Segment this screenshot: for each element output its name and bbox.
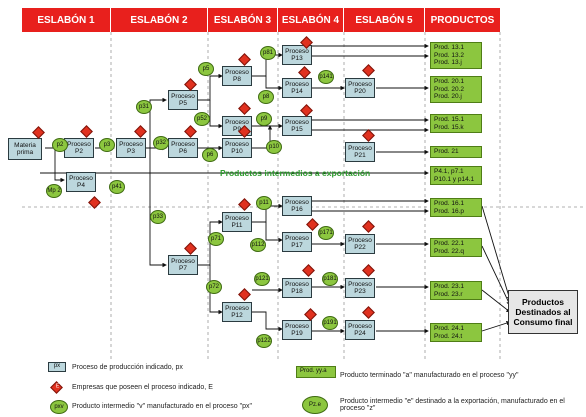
process-p14: Proceso P14 — [282, 78, 312, 98]
intermediate-p72: p72 — [206, 280, 222, 294]
intermediate-p41: p41 — [109, 180, 125, 194]
product-line: Prod. 22.1 — [434, 240, 464, 247]
intermediate-p191: p191 — [322, 316, 338, 330]
intermediate-p8: p8 — [258, 90, 274, 104]
process-p2: Proceso P2 — [64, 138, 94, 158]
process-p8: Proceso P8 — [222, 66, 252, 86]
product-line: Prod. 16.p — [434, 207, 464, 215]
legend-intermediate-swatch: pxv — [50, 400, 68, 414]
header-eslabon-5: ESLABÓN 5 — [344, 8, 425, 32]
process-p13: Proceso P13 — [282, 45, 312, 65]
product-line: Prod. 20.2 — [434, 85, 464, 93]
process-p3: Proceso P3 — [116, 138, 146, 158]
process-p24: Proceso P24 — [345, 320, 375, 340]
intermediate-p112: p112 — [250, 238, 266, 252]
intermediate-p33: p33 — [150, 210, 166, 224]
raw-material-label: Materia prima — [14, 141, 36, 157]
legend-intermediate-text: Producto intermedio "v" manufacturado en… — [72, 403, 252, 410]
intermediate-p32: p32 — [153, 136, 169, 150]
header-eslabon-2: ESLABÓN 2 — [111, 8, 208, 32]
legend-export-swatch: Pz.e — [302, 396, 328, 414]
product-line: P10.1 y p14.1 — [434, 175, 475, 183]
product-box-24: Prod. 24.1 Prod. 24.t — [430, 323, 482, 342]
process-p20: Proceso P20 — [345, 78, 375, 98]
header-productos: PRODUCTOS — [425, 8, 501, 32]
product-box-20: Prod. 20.1 Prod. 20.2 Prod. 20.j — [430, 76, 482, 103]
intermediate-p11: p11 — [256, 196, 272, 210]
product-line: Prod. 13.1 — [434, 44, 464, 51]
process-p16: Proceso P16 — [282, 196, 312, 216]
process-p21: Proceso P21 — [345, 142, 375, 162]
intermediate-p122: p122 — [256, 334, 272, 348]
product-line: Prod. 23.r — [434, 290, 463, 298]
intermediate-p9: p9 — [256, 112, 272, 126]
legend-export-text: Producto intermedio "e" destinado a la e… — [340, 398, 565, 412]
process-p11: Proceso P11 — [222, 212, 252, 232]
product-line: Prod. 24.t — [434, 332, 463, 340]
product-line: Prod. 16.1 — [434, 200, 464, 207]
final-consumption-box: Productos Destinados al Consumo final — [508, 290, 578, 334]
intermediate-p31: p31 — [136, 100, 152, 114]
process-p7: Proceso P7 — [168, 255, 198, 275]
intermediate-p6: p6 — [202, 148, 218, 162]
intermediate-p3: p3 — [99, 138, 115, 152]
raw-material-box: Materia prima — [8, 138, 42, 160]
product-box-21: Prod. 21 — [430, 146, 482, 158]
intermediate-p71: p71 — [208, 232, 224, 246]
export-annotation: Productos intermedios a exportación — [220, 168, 371, 178]
product-line: Prod. 21 — [434, 148, 459, 155]
product-line: Prod. 13.j — [434, 59, 462, 66]
intermediate-p52: p52 — [194, 112, 210, 126]
product-line: Prod. 24.1 — [434, 325, 464, 332]
intermediate-p141: p141 — [318, 70, 334, 84]
product-box-23: Prod. 23.1 Prod. 23.r — [430, 281, 482, 300]
process-p17: Proceso P17 — [282, 232, 312, 252]
intermediate-p81: p81 — [260, 46, 276, 60]
product-box-export: P4.1, p7.1 P10.1 y p14.1 — [430, 166, 482, 185]
process-p10: Proceso P10 — [222, 138, 252, 158]
product-line: Prod. 15.k — [434, 123, 464, 131]
process-p18: Proceso P18 — [282, 278, 312, 298]
product-line: P4.1, p7.1 — [434, 168, 464, 175]
intermediate-p2: p2 — [52, 138, 68, 152]
product-box-16: Prod. 16.1 Prod. 16.p — [430, 198, 482, 217]
header-eslabon-3: ESLABÓN 3 — [208, 8, 278, 32]
header-eslabon-4: ESLABÓN 4 — [278, 8, 344, 32]
process-p23: Proceso P23 — [345, 278, 375, 298]
legend-firm-tag: E — [55, 383, 60, 390]
legend-process-swatch: px — [48, 362, 66, 372]
product-line: Prod. 20.j — [434, 93, 462, 100]
legend-product-swatch: Prod. yy.a — [296, 366, 336, 378]
process-p15: Proceso P15 — [282, 116, 312, 136]
intermediate-p121: p121 — [254, 272, 270, 286]
product-line: Prod. 13.2 — [434, 51, 464, 59]
header-eslabon-1: ESLABÓN 1 — [22, 8, 111, 32]
flow-arrows — [40, 43, 512, 334]
legend-firm-text: Empresas que poseen el proceso indicado,… — [72, 384, 213, 391]
product-box-13: Prod. 13.1 Prod. 13.2 Prod. 13.j — [430, 42, 482, 69]
process-p5: Proceso P5 — [168, 90, 198, 110]
product-box-22: Prod. 22.1 Prod. 22.q — [430, 238, 482, 257]
process-p22: Proceso P22 — [345, 234, 375, 254]
product-line: Prod. 23.1 — [434, 283, 464, 290]
intermediate-p181: p181 — [322, 272, 338, 286]
process-p19: Proceso P19 — [282, 320, 312, 340]
product-line: Prod. 22.q — [434, 247, 464, 255]
process-p12: Proceso P12 — [222, 302, 252, 322]
intermediate-p171: p171 — [318, 226, 334, 240]
intermediate-mp2: Mp 2 — [46, 184, 62, 198]
legend-product-text: Producto terminado "a" manufacturado en … — [340, 372, 519, 379]
product-line: Prod. 15.1 — [434, 116, 464, 123]
process-p6: Proceso P6 — [168, 138, 198, 158]
intermediate-p5: p5 — [198, 62, 214, 76]
product-line: Prod. 20.1 — [434, 78, 464, 85]
process-p4: Proceso P4 — [66, 172, 96, 192]
product-box-15: Prod. 15.1 Prod. 15.k — [430, 114, 482, 133]
intermediate-p10: p10 — [266, 140, 282, 154]
legend-process-text: Proceso de producción indicado, px — [72, 364, 183, 371]
